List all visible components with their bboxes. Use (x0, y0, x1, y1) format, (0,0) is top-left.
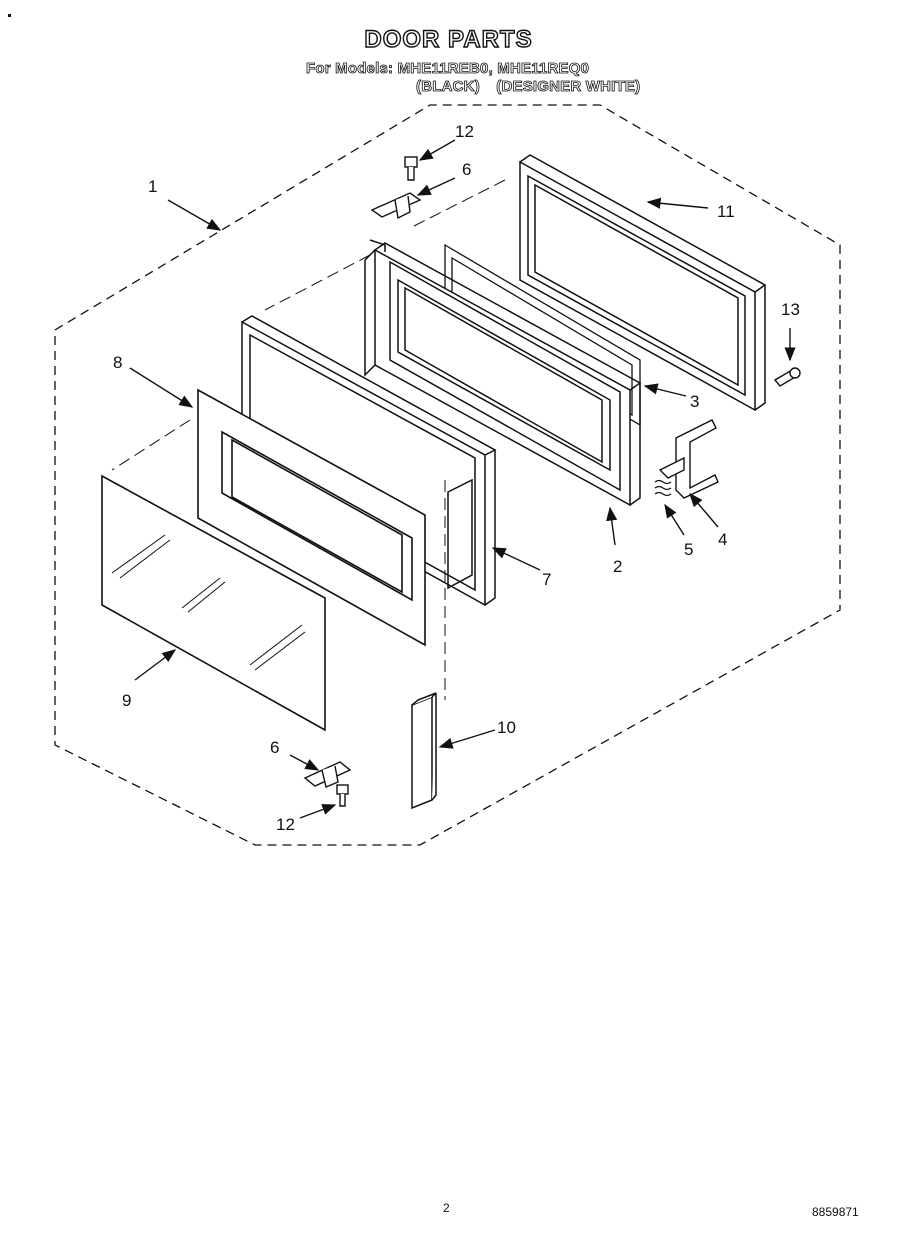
part-9-glass-panel (101, 474, 326, 732)
color-white-label: (DESIGNER WHITE) (496, 78, 641, 96)
part-6-lower-hinge (303, 761, 352, 788)
callout-2: 2 (613, 557, 622, 576)
color-black-label: (BLACK) (416, 78, 480, 96)
callout-11: 11 (717, 202, 735, 221)
alignment-lines (111, 179, 506, 700)
part-12-upper-screw (404, 156, 418, 181)
assembly-boundary (54, 104, 841, 846)
corner-mark (8, 14, 11, 17)
callout-5: 5 (684, 540, 693, 559)
callout-10: 10 (497, 718, 516, 737)
callout-13: 13 (781, 300, 800, 319)
callout-3: 3 (690, 392, 699, 411)
part-10-latch-cover (411, 692, 437, 810)
callout-6-lower: 6 (270, 738, 279, 757)
models-line: For Models: MHE11REB0, MHE11REQ0 (306, 60, 590, 78)
part-8-door-trim-frame (197, 388, 426, 647)
callout-12-upper: 12 (455, 122, 474, 141)
color-line: (BLACK) (DESIGNER WHITE) (416, 78, 641, 96)
callout-7: 7 (542, 570, 551, 589)
part-4-latch (658, 419, 719, 499)
leader-arrows (129, 139, 796, 819)
callout-4: 4 (718, 530, 727, 549)
diagram-number: 8859871 (812, 1205, 859, 1219)
part-12-lower-screw (336, 784, 349, 807)
page-title: DOOR PARTS (364, 25, 533, 53)
part-6-upper-hinge (370, 192, 422, 220)
callout-1: 1 (148, 177, 157, 196)
part-13-screw (773, 367, 801, 387)
callout-9: 9 (122, 691, 131, 710)
callout-12-lower: 12 (276, 815, 295, 834)
callout-6-upper: 6 (462, 160, 471, 179)
part-11-inner-door-frame (519, 154, 767, 412)
part-5-spring (654, 479, 672, 497)
page-number: 2 (443, 1201, 450, 1215)
callout-8: 8 (113, 353, 122, 372)
